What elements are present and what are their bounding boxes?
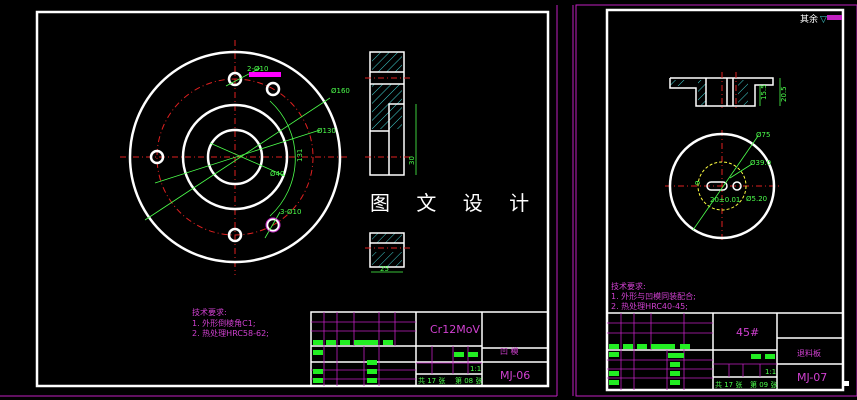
roughness-symbol-icon: ▽	[820, 15, 827, 25]
material: 45#	[736, 326, 759, 339]
hole	[227, 71, 243, 87]
stripper-plan-view: Ø75 Ø39.0 20±0.01 Ø5.20 9	[665, 130, 782, 240]
sheet-number: 第 09 张	[750, 380, 777, 389]
dim-slot: 20±0.01	[710, 196, 740, 204]
hole	[227, 227, 243, 243]
sheet-number: 第 08 张	[455, 376, 482, 385]
left-title-block: Cr12MoV 凹 模 MJ-06 1:1 共 17 张 第 08 张	[310, 311, 549, 387]
dim-2-d10: 2-Ø10	[247, 65, 268, 73]
dim-d40: Ø40	[270, 170, 284, 178]
dim-angle: 131	[296, 149, 304, 162]
drawing-number: MJ-06	[500, 369, 530, 382]
dim-d39: Ø39.0	[750, 159, 771, 167]
dim-d130: Ø130	[317, 127, 336, 135]
roughness-note: 其余	[800, 13, 818, 25]
drawing-number: MJ-07	[797, 371, 827, 384]
dim-height: 30	[408, 156, 416, 165]
sheets-total: 共 17 张	[418, 376, 445, 385]
dim-20-5: 20.5	[780, 86, 788, 102]
right-technical-notes: 技术要求: 1. 外形与凹模同装配合; 2. 热处理HRC40-45;	[611, 281, 696, 311]
left-technical-notes: 技术要求: 1. 外形倒棱角C1; 2. 热处理HRC58-62;	[192, 307, 269, 338]
dim-width: 25	[380, 265, 389, 273]
hole	[265, 217, 281, 233]
note-1: 1. 外形与凹模同装配合;	[611, 291, 696, 301]
notes-title: 技术要求:	[611, 281, 646, 291]
stripper-section-view: 15.5 20.5	[669, 72, 788, 110]
material: Cr12MoV	[430, 323, 480, 336]
die-dimensions: 2-Ø10 Ø160 Ø130 Ø40 131 3-Ø10	[247, 65, 350, 216]
dim-d75: Ø75	[756, 131, 770, 139]
hole	[265, 81, 281, 97]
watermark-text: 图 文 设 计	[370, 191, 539, 215]
right-title-block: 45# 退料板 MJ-07 1:1 共 17 张 第 09 张	[606, 312, 844, 391]
scale: 1:1	[765, 368, 776, 376]
dim-15-5: 15.5	[760, 84, 768, 100]
note-1: 1. 外形倒棱角C1;	[192, 318, 256, 328]
notes-title: 技术要求:	[192, 307, 227, 317]
scale: 1:1	[470, 365, 481, 373]
die-side-section: 30 25	[365, 51, 417, 273]
sheets-total: 共 17 张	[715, 380, 742, 389]
dim-d160: Ø160	[331, 87, 350, 95]
dim-d5: Ø5.20	[746, 195, 767, 203]
note-2: 2. 热处理HRC40-45;	[611, 301, 688, 311]
note-2: 2. 热处理HRC58-62;	[192, 328, 269, 338]
sheet-left-frame	[0, 5, 558, 397]
dim-9: 9	[694, 181, 702, 185]
dim-3-d10: 3-Ø10	[280, 208, 301, 216]
hole	[149, 149, 165, 165]
die-front-view	[120, 40, 350, 275]
part-name: 退料板	[797, 348, 821, 358]
part-name: 凹 模	[500, 346, 519, 356]
